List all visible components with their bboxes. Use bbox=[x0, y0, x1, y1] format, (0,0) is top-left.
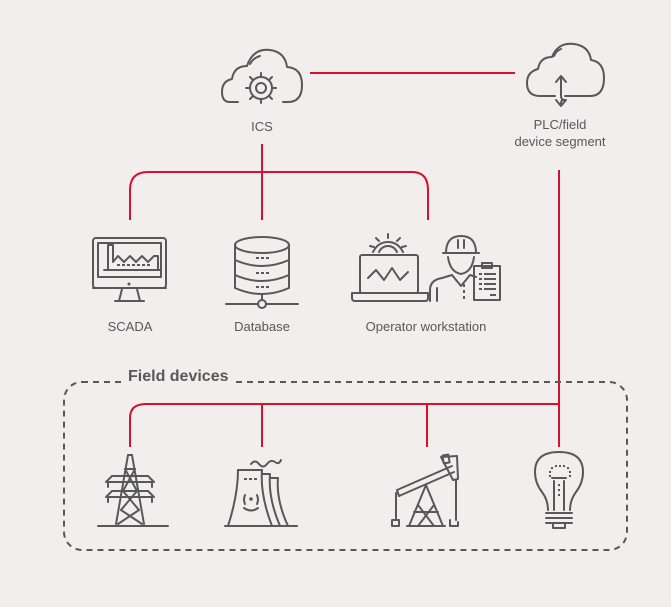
cloud-gear-icon bbox=[221, 48, 303, 104]
light-bulb-icon bbox=[534, 451, 584, 529]
plc-segment-label-line2: device segment bbox=[514, 134, 606, 149]
ics-bus bbox=[129, 171, 429, 220]
scada-label: SCADA bbox=[107, 319, 153, 334]
plc-segment-label: PLC/field device segment bbox=[504, 116, 616, 150]
database-server-icon bbox=[225, 236, 299, 309]
cloud-sync-icon bbox=[526, 42, 605, 107]
cooling-tower-icon bbox=[224, 459, 298, 527]
transmission-tower-icon bbox=[97, 454, 169, 527]
laptop-engineer-icon bbox=[351, 233, 501, 302]
plc-segment-label-line1: PLC/field bbox=[533, 117, 587, 132]
ics-label: ICS bbox=[251, 119, 273, 134]
monitor-factory-icon bbox=[92, 237, 167, 302]
connection-lines bbox=[129, 72, 560, 447]
database-label: Database bbox=[234, 319, 290, 334]
pump-jack-icon bbox=[391, 453, 459, 527]
field-bus bbox=[129, 403, 559, 447]
field-devices-group-border bbox=[63, 381, 628, 551]
operator-workstation-label: Operator workstation bbox=[365, 319, 487, 334]
field-devices-title: Field devices bbox=[122, 367, 235, 387]
